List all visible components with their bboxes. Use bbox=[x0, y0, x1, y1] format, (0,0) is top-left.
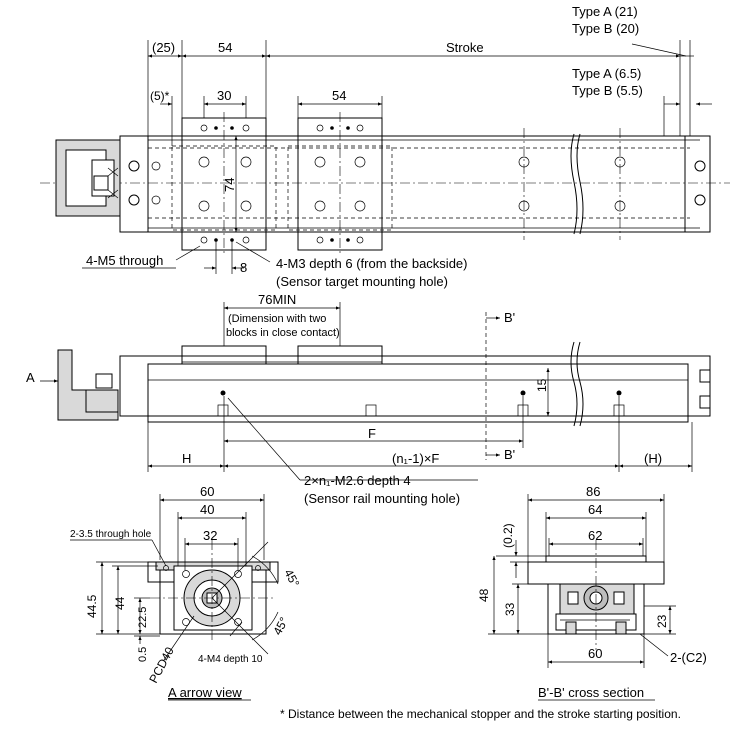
sensor-rail-label: (Sensor rail mounting hole) bbox=[304, 491, 460, 506]
top-view-labels: (25) 54 Stroke Type A (21) Type B (20) (… bbox=[86, 4, 643, 289]
type-b-20: Type B (20) bbox=[572, 21, 639, 36]
section-b-bottom: B' bbox=[504, 447, 515, 462]
bb-dim-64: 64 bbox=[588, 502, 602, 517]
dim-25: (25) bbox=[152, 40, 175, 55]
bb-dim-48: 48 bbox=[477, 588, 491, 602]
bb-dim-62: 62 bbox=[588, 528, 602, 543]
bb-dim-23: 23 bbox=[655, 614, 669, 628]
bb-dim-33: 33 bbox=[503, 602, 517, 616]
m5-label: 4-M5 through bbox=[86, 253, 163, 268]
bb-caption: B'-B' cross section bbox=[538, 685, 644, 700]
m26-label: 2×n₁-M2.6 depth 4 bbox=[304, 473, 411, 488]
dim-8: 8 bbox=[240, 260, 247, 275]
a-arrow-view bbox=[70, 494, 279, 661]
a-dim-60: 60 bbox=[200, 484, 214, 499]
sensor-target-label: (Sensor target mounting hole) bbox=[276, 274, 448, 289]
bb-dim-0-2: (0.2) bbox=[501, 523, 515, 548]
section-b-top: B' bbox=[504, 310, 515, 325]
dim-54: 54 bbox=[218, 40, 232, 55]
footnote: * Distance between the mechanical stoppe… bbox=[280, 707, 681, 721]
dim-74: 74 bbox=[222, 178, 237, 192]
dim-5: (5)* bbox=[150, 89, 170, 103]
note-line-2: blocks in close contact) bbox=[226, 327, 340, 339]
arrow-a-label: A bbox=[26, 370, 35, 385]
dim-h-right: (H) bbox=[644, 451, 662, 466]
pcd-label: PCD40 bbox=[146, 644, 177, 685]
type-a-6-5: Type A (6.5) bbox=[572, 66, 641, 81]
bb-cross-section bbox=[488, 494, 676, 668]
a-dim-22-5: 22.5 bbox=[137, 607, 149, 628]
angle-45-top: 45° bbox=[281, 567, 302, 590]
side-view bbox=[40, 302, 711, 481]
through-hole-label: 2-3.5 through hole bbox=[70, 529, 152, 540]
bb-dim-60: 60 bbox=[588, 646, 602, 661]
a-arrow-view-caption: A arrow view bbox=[168, 685, 242, 700]
side-rail bbox=[119, 355, 711, 417]
bb-cross-section-labels: 86 64 62 (0.2) 48 33 23 60 2-(C2) B'-B' … bbox=[477, 484, 707, 701]
rail-body bbox=[119, 135, 711, 233]
dim-f: F bbox=[368, 426, 376, 441]
dim-15: 15 bbox=[535, 378, 549, 392]
dim-stroke: Stroke bbox=[446, 40, 484, 55]
m3-label: 4-M3 depth 6 (from the backside) bbox=[276, 256, 467, 271]
bb-dim-86: 86 bbox=[586, 484, 600, 499]
dim-76min: 76MIN bbox=[258, 292, 296, 307]
note-line-1: (Dimension with two bbox=[228, 313, 326, 325]
dim-h: H bbox=[182, 451, 191, 466]
a-dim-44-5: 44.5 bbox=[85, 594, 99, 618]
top-view bbox=[40, 40, 730, 274]
type-a-21: Type A (21) bbox=[572, 4, 638, 19]
angle-45-bottom: 45° bbox=[270, 615, 291, 638]
side-view-labels: 76MIN (Dimension with two blocks in clos… bbox=[26, 292, 662, 506]
m4-label: 4-M4 depth 10 bbox=[198, 654, 263, 665]
dim-54-right: 54 bbox=[332, 88, 346, 103]
type-b-5-5: Type B (5.5) bbox=[572, 83, 643, 98]
a-dim-32: 32 bbox=[203, 528, 217, 543]
dim-n1f: (n₁-1)×F bbox=[392, 451, 439, 466]
a-dim-40: 40 bbox=[200, 502, 214, 517]
a-dim-0-5: 0.5 bbox=[137, 647, 149, 662]
c2-label: 2-(C2) bbox=[670, 650, 707, 665]
dim-30: 30 bbox=[217, 88, 231, 103]
a-dim-44: 44 bbox=[113, 596, 127, 610]
